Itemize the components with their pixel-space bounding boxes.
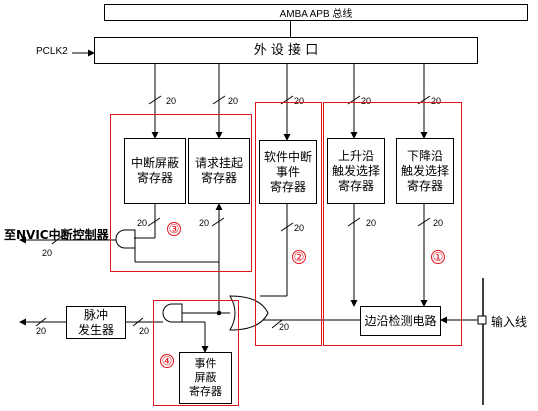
bus-width-label: 20 (361, 96, 372, 106)
rising-edge-select-register: 上升沿 触发选择 寄存器 (327, 138, 385, 204)
highlight-box-1 (323, 102, 462, 346)
edge-detect-circuit: 边沿检测电路 (360, 306, 441, 336)
software-interrupt-event-register-label: 软件中断 事件 寄存器 (263, 149, 312, 194)
marker-3: ③ (167, 222, 181, 236)
event-mask-register-label: 事件 屏蔽 寄存器 (189, 357, 222, 398)
bus-width-label: 20 (294, 223, 305, 233)
bus-width-label: 20 (433, 218, 444, 228)
bus-connector (290, 21, 291, 37)
bus-width-label: 20 (139, 326, 150, 336)
pending-request-register-label: 请求挂起 寄存器 (194, 156, 243, 185)
input-line-label: 输入线 (491, 315, 528, 329)
bus-width-label: 20 (366, 218, 377, 228)
pulse-generator-label: 脉冲 发生器 (77, 307, 114, 337)
amba-apb-bus: AMBA APB 总线 (104, 4, 528, 21)
marker-1: ① (431, 250, 445, 264)
bus-width-label: 20 (279, 322, 290, 332)
falling-edge-select-register: 下降沿 触发选择 寄存器 (396, 138, 454, 204)
marker-2: ② (292, 250, 306, 264)
bus-width-label: 20 (42, 248, 53, 258)
to-nvic-label: 至NVIC中断控制器 (4, 228, 109, 242)
event-and-gate (162, 303, 183, 323)
or-gate (229, 295, 269, 331)
amba-apb-bus-label: AMBA APB 总线 (279, 9, 353, 20)
highlight-box-2 (255, 102, 322, 346)
pclk2-label: PCLK2 (36, 46, 68, 57)
bus-width-label: 20 (228, 96, 239, 106)
interrupt-mask-register: 中断屏蔽 寄存器 (124, 138, 186, 204)
bus-width-label: 20 (137, 218, 148, 228)
event-mask-register: 事件 屏蔽 寄存器 (179, 352, 232, 404)
bus-width-label: 20 (294, 96, 305, 106)
peripheral-interface-label: 外 设 接 口 (253, 43, 319, 58)
highlight-box-3 (110, 114, 252, 272)
highlight-box-4 (153, 300, 239, 406)
bus-width-label: 20 (199, 218, 210, 228)
bus-width-label: 20 (36, 326, 47, 336)
bus-width-label: 20 (166, 96, 177, 106)
interrupt-mask-register-label: 中断屏蔽 寄存器 (130, 156, 179, 185)
marker-4: ④ (160, 354, 174, 368)
interrupt-and-gate (115, 229, 136, 249)
peripheral-interface: 外 设 接 口 (94, 37, 478, 64)
bus-width-label: 20 (431, 96, 442, 106)
rising-edge-select-register-label: 上升沿 触发选择 寄存器 (331, 148, 380, 193)
pending-request-register: 请求挂起 寄存器 (188, 138, 250, 204)
software-interrupt-event-register: 软件中断 事件 寄存器 (259, 140, 317, 204)
edge-detect-circuit-label: 边沿检测电路 (364, 313, 437, 328)
pulse-generator: 脉冲 发生器 (66, 306, 126, 339)
falling-edge-select-register-label: 下降沿 触发选择 寄存器 (400, 148, 449, 193)
